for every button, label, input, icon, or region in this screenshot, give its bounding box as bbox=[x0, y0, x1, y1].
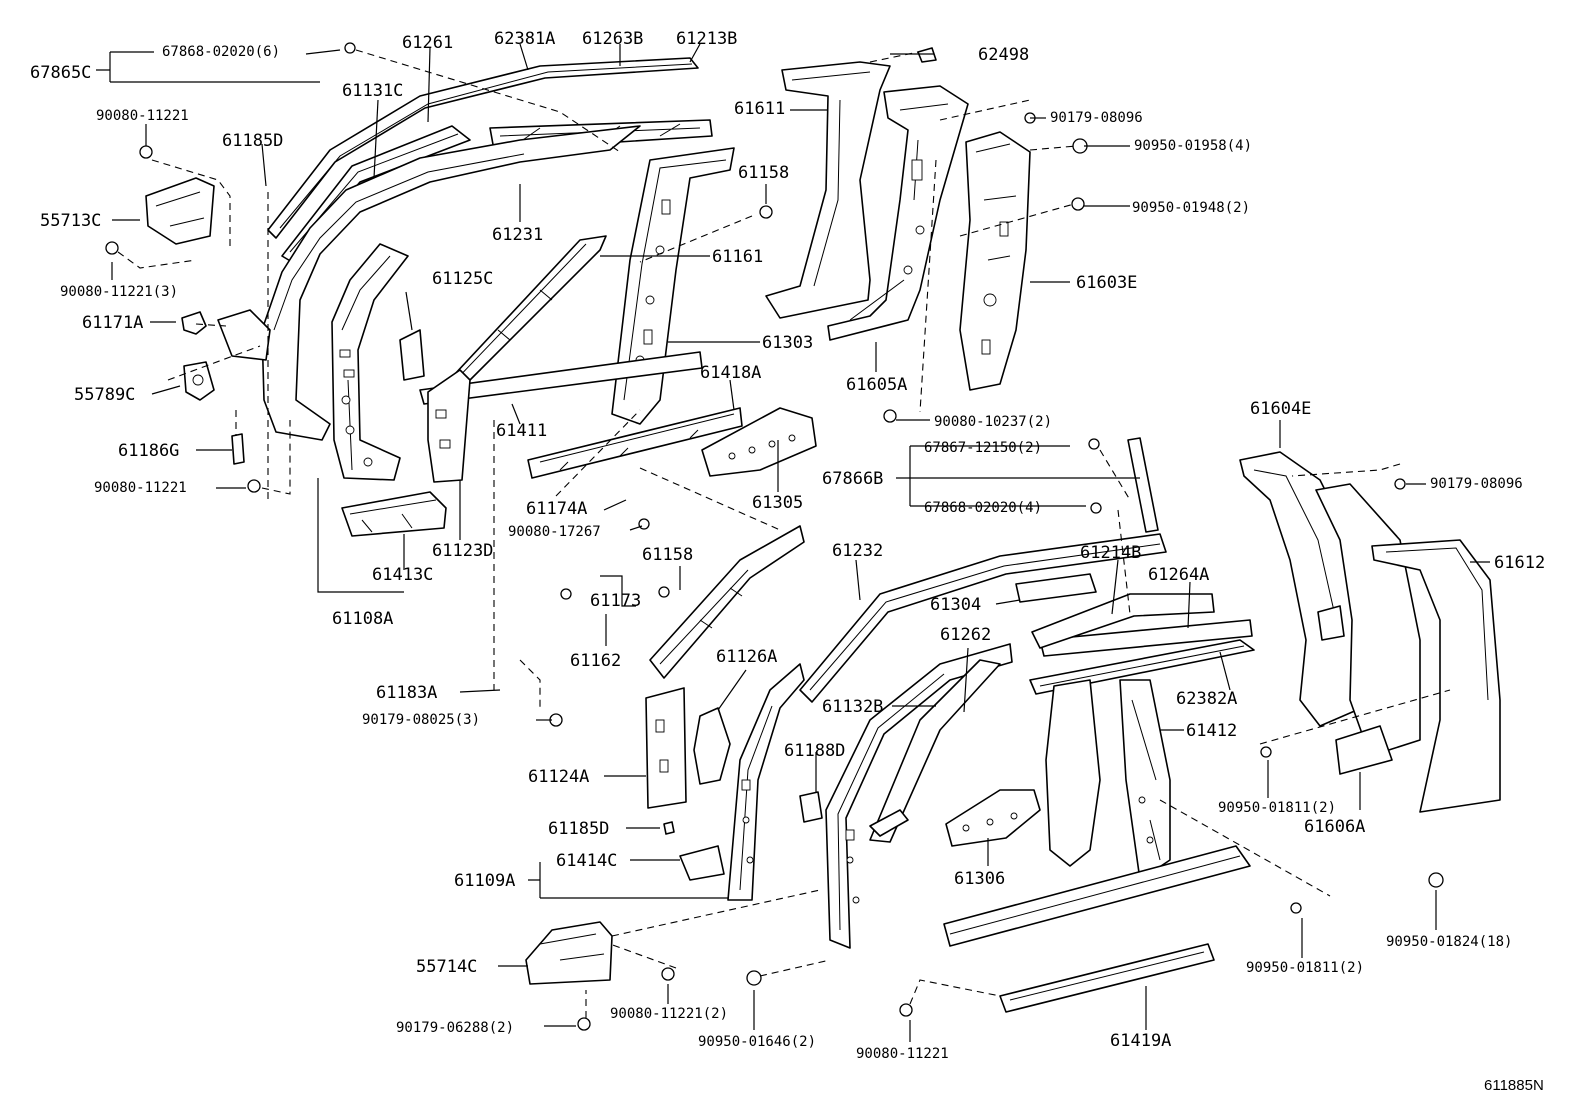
label-55714C: 55714C bbox=[416, 957, 477, 977]
label-90179-08096-b: 90179-08096 bbox=[1430, 476, 1523, 492]
label-90179-06288-2: 90179-06288(2) bbox=[396, 1020, 514, 1036]
label-90080-11221-c: 90080-11221 bbox=[856, 1046, 949, 1062]
label-90080-11221-3: 90080-11221(3) bbox=[60, 284, 178, 300]
label-62498: 62498 bbox=[978, 45, 1029, 65]
label-61411: 61411 bbox=[496, 421, 547, 441]
label-90950-01811-2-a: 90950-01811(2) bbox=[1218, 800, 1336, 816]
label-61232: 61232 bbox=[832, 541, 883, 561]
label-61185D-a: 61185D bbox=[222, 131, 283, 151]
label-62382A: 62382A bbox=[1176, 689, 1237, 709]
label-61185D-b: 61185D bbox=[548, 819, 609, 839]
label-61183A: 61183A bbox=[376, 683, 437, 703]
label-61604E: 61604E bbox=[1250, 399, 1311, 419]
label-61174A: 61174A bbox=[526, 499, 587, 519]
fasteners bbox=[105, 42, 1444, 1031]
label-61306: 61306 bbox=[954, 869, 1005, 889]
label-61132B: 61132B bbox=[822, 697, 883, 717]
label-61125C: 61125C bbox=[432, 269, 493, 289]
label-67867-12150-2: 67867-12150(2) bbox=[924, 440, 1042, 456]
center-pillar-61109a-group bbox=[525, 525, 823, 985]
label-61123D: 61123D bbox=[432, 541, 493, 561]
label-90080-17267: 90080-17267 bbox=[508, 524, 601, 540]
label-61186G: 61186G bbox=[118, 441, 179, 461]
label-90950-01646-2: 90950-01646(2) bbox=[698, 1034, 816, 1050]
label-61261: 61261 bbox=[402, 33, 453, 53]
label-61305: 61305 bbox=[752, 493, 803, 513]
label-61158-b: 61158 bbox=[642, 545, 693, 565]
label-61162: 61162 bbox=[570, 651, 621, 671]
label-90080-10237-2: 90080-10237(2) bbox=[934, 414, 1052, 430]
label-61161: 61161 bbox=[712, 247, 763, 267]
label-61612: 61612 bbox=[1494, 553, 1545, 573]
label-61188D: 61188D bbox=[784, 741, 845, 761]
label-61109A: 61109A bbox=[454, 871, 515, 891]
label-67868-02020-4: 67868-02020(4) bbox=[924, 500, 1042, 516]
label-61303: 61303 bbox=[762, 333, 813, 353]
label-90179-08096-a: 90179-08096 bbox=[1050, 110, 1143, 126]
label-61171A: 61171A bbox=[82, 313, 143, 333]
label-67868-02020-6: 67868-02020(6) bbox=[162, 44, 280, 60]
label-61264A: 61264A bbox=[1148, 565, 1209, 585]
label-90950-01948-2: 90950-01948(2) bbox=[1132, 200, 1250, 216]
quarter-inner-61611-group bbox=[765, 47, 1031, 391]
label-61605A: 61605A bbox=[846, 375, 907, 395]
label-61131C: 61131C bbox=[342, 81, 403, 101]
label-61414C: 61414C bbox=[556, 851, 617, 871]
label-61418A: 61418A bbox=[700, 363, 761, 383]
label-90950-01811-2-b: 90950-01811(2) bbox=[1246, 960, 1364, 976]
cowl-side-55713c-group bbox=[145, 177, 425, 465]
label-61158-a: 61158 bbox=[738, 163, 789, 183]
label-61124A: 61124A bbox=[528, 767, 589, 787]
rear-door-opening-61412-group bbox=[825, 643, 1251, 1013]
leader-lines bbox=[96, 43, 1490, 1042]
label-61173: 61173 bbox=[590, 591, 641, 611]
label-90080-11221-b: 90080-11221 bbox=[94, 480, 187, 496]
label-61412: 61412 bbox=[1186, 721, 1237, 741]
label-61214B: 61214B bbox=[1080, 543, 1141, 563]
label-55713C: 55713C bbox=[40, 211, 101, 231]
label-61213B: 61213B bbox=[676, 29, 737, 49]
label-61603E: 61603E bbox=[1076, 273, 1137, 293]
label-67866B: 67866B bbox=[822, 469, 883, 489]
label-61611: 61611 bbox=[734, 99, 785, 119]
label-61263B: 61263B bbox=[582, 29, 643, 49]
rear-quarter-right-group bbox=[1127, 437, 1501, 813]
label-61606A: 61606A bbox=[1304, 817, 1365, 837]
label-61231: 61231 bbox=[492, 225, 543, 245]
label-61413C: 61413C bbox=[372, 565, 433, 585]
label-67865C: 67865C bbox=[30, 63, 91, 83]
label-61304: 61304 bbox=[930, 595, 981, 615]
label-62381A: 62381A bbox=[494, 29, 555, 49]
label-90080-11221-2: 90080-11221(2) bbox=[610, 1006, 728, 1022]
dashed-guide-lines bbox=[117, 49, 1451, 1018]
label-90950-01958-4: 90950-01958(4) bbox=[1134, 138, 1252, 154]
label-55789C: 55789C bbox=[74, 385, 135, 405]
label-90179-08025-3: 90179-08025(3) bbox=[362, 712, 480, 728]
label-61126A: 61126A bbox=[716, 647, 777, 667]
diagram-code: 611885N bbox=[1484, 1077, 1544, 1094]
front-pillar-outer-61108a bbox=[261, 125, 641, 537]
label-90950-01824-18: 90950-01824(18) bbox=[1386, 934, 1512, 950]
center-pillar-inner-61303 bbox=[419, 147, 817, 483]
part-labels: 67865C 67868-02020(6) 61261 62381A 61263… bbox=[30, 29, 1545, 1094]
label-61108A: 61108A bbox=[332, 609, 393, 629]
label-90080-11221-a: 90080-11221 bbox=[96, 108, 189, 124]
label-61262: 61262 bbox=[940, 625, 991, 645]
label-61419A: 61419A bbox=[1110, 1031, 1171, 1051]
